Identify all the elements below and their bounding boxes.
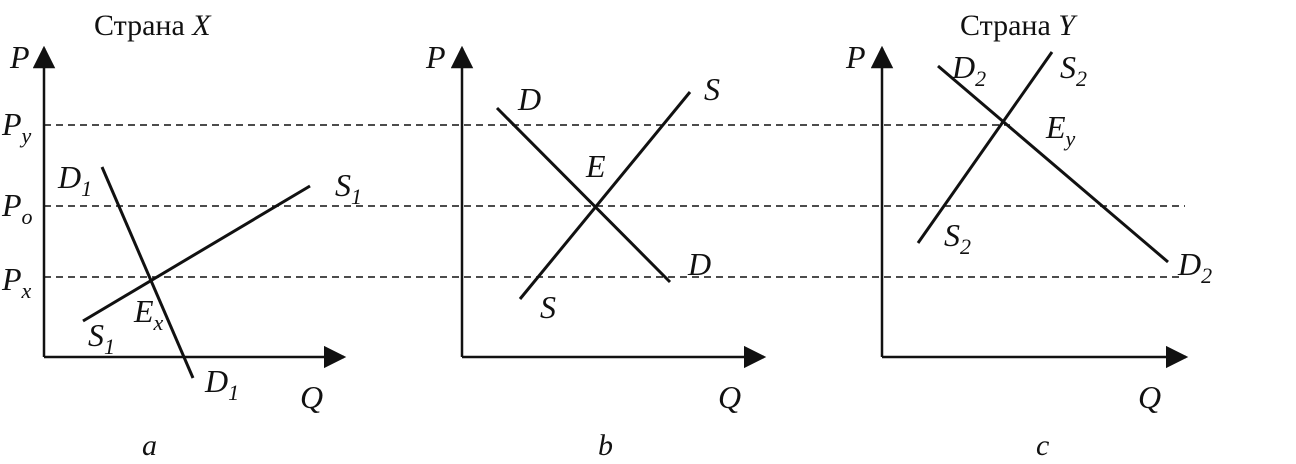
panel-c-demand-end-label: D2 xyxy=(1177,246,1212,288)
panel-a-axis-p-label: P xyxy=(9,39,30,75)
panel-c-supply-start-label: S2 xyxy=(944,217,971,259)
panel-a-demand-end-label: D1 xyxy=(204,363,239,405)
panel-b-supply-top-label: S xyxy=(704,71,720,107)
panel-c-axis-p-label: P xyxy=(845,39,866,75)
panel-a-demand-curve xyxy=(100,166,195,379)
panel-b-caption: b xyxy=(598,429,613,462)
panel-b-axis-p-label: P xyxy=(425,39,446,75)
panel-a: P Q D1 D1 S1 S1 Ex a xyxy=(9,39,362,462)
panel-b-demand-curve xyxy=(495,106,672,284)
title-country-x: Страна X xyxy=(94,9,212,42)
title-country-y: Страна Y xyxy=(960,9,1078,42)
panel-a-equilibrium-label: Ex xyxy=(133,293,164,335)
panel-b-supply-start-label: S xyxy=(540,289,556,325)
label-po: Po xyxy=(1,187,33,229)
panel-c-demand-label: D2 xyxy=(951,49,986,91)
panel-a-supply-start-label: S1 xyxy=(88,317,115,359)
panel-b-demand-top-label: D xyxy=(517,81,541,117)
panel-c-caption: c xyxy=(1036,429,1049,462)
panel-c-supply-curve xyxy=(916,51,1054,244)
panel-a-supply-label: S1 xyxy=(335,167,362,209)
panel-b-axis-q-label: Q xyxy=(718,379,741,415)
panel-a-axis-q-label: Q xyxy=(300,379,323,415)
panel-a-demand-label: D1 xyxy=(57,159,92,201)
panel-c: P Q D2 D2 S2 S2 Ey c xyxy=(845,39,1212,462)
panel-c-axis-q-label: Q xyxy=(1138,379,1161,415)
panel-c-equilibrium-label: Ey xyxy=(1045,109,1076,151)
panel-a-caption: a xyxy=(142,429,157,462)
label-py: Py xyxy=(1,106,32,148)
label-px: Px xyxy=(1,261,32,303)
panel-b-equilibrium-label: E xyxy=(585,148,606,184)
panel-a-supply-curve xyxy=(82,184,311,323)
panel-c-supply-label: S2 xyxy=(1060,49,1087,91)
panel-b: P Q D D S S E b xyxy=(425,39,767,462)
panel-c-demand-curve xyxy=(937,64,1169,264)
panel-b-supply-curve xyxy=(518,91,692,300)
panel-b-demand-end-label: D xyxy=(687,246,711,282)
